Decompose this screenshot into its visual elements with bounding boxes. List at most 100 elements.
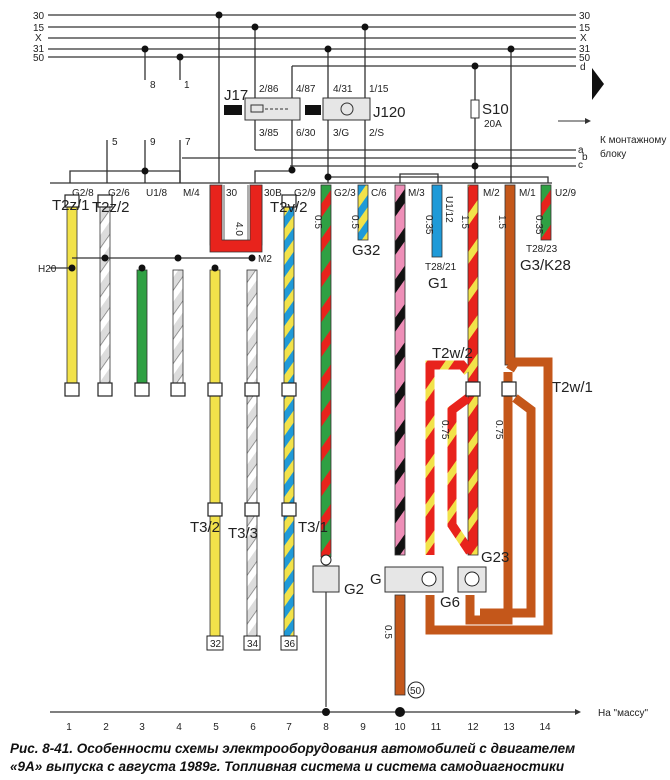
label-g1: G1 [428,275,448,292]
wire-col7 [283,204,295,639]
caption-line-2: «9А» выпуска с августа 1989г. Топливная … [10,759,565,774]
continuation-arrow-icon [592,68,604,100]
pin-label: 3/85 [259,128,279,139]
bus-label-50-right: 50 [579,53,591,64]
caption-line-1: Рис. 8-41. Особенности схемы электрообор… [10,741,576,756]
label-g: G [370,571,382,588]
ground-point-50: 50 [410,686,422,697]
wire-col4 [172,269,184,386]
connector-labels: G2/8 G2/6 U1/8 M/4 30 30B G2/9 G2/3 C/6 … [72,188,577,223]
terminal-32: 32 [210,639,222,650]
tap-labels: 8 1 5 9 7 [112,80,191,148]
section-label: 0.75 [439,420,450,440]
wire-col14 [540,184,552,241]
connector-label: M/1 [519,188,536,199]
connector-label: M/2 [483,188,500,199]
wire-col6 [246,269,258,639]
bus-label-b: b [582,152,588,163]
column-numbers: 1 2 3 4 5 6 7 8 9 10 11 12 13 14 [66,722,551,733]
pin-label: 4/31 [333,84,353,95]
label-g2: G2 [344,581,364,598]
column-number: 3 [139,722,145,733]
bus-label-31: 31 [33,44,45,55]
connector-label: C/6 [371,188,387,199]
connector-label: U1/8 [146,188,168,199]
j120-label: J120 [373,104,406,121]
section-label: 0.5 [382,625,393,639]
column-number: 1 [66,722,72,733]
label-t31: T3/1 [298,519,328,536]
relay-j120: J120 4/31 1/15 3/G 2/S [305,84,406,139]
label-t28-21: T28/21 [425,262,457,273]
bus-label-31-right: 31 [579,44,591,55]
connector-label: G2/9 [294,188,316,199]
column-number: 14 [539,722,551,733]
label-g23: G23 [481,549,509,566]
connector-label: 30B [264,188,282,199]
wire-junctions [68,254,256,272]
column-number: 2 [103,722,109,733]
tap-7: 7 [185,137,191,148]
connector-label: G2/8 [72,188,94,199]
column-number: 12 [467,722,479,733]
pin-label: 3/G [333,128,349,139]
connector-label: M/3 [408,188,425,199]
bus-label-x: X [35,33,42,44]
label-t28-23: T28/23 [526,244,558,255]
section-label: 0.5 [349,215,360,229]
label-t2z2-main: T2z/2 [92,199,130,216]
connector-label: M/4 [183,188,200,199]
column-number: 10 [394,722,406,733]
tap-9: 9 [150,137,156,148]
terminal-36: 36 [284,639,296,650]
connector-label: U2/9 [555,188,577,199]
section-label: 4.0 [233,222,244,236]
connector-top-labels: T2z/2 [86,167,124,184]
section-label: 1.5 [459,215,470,229]
wire-col5 [209,269,221,639]
label-t2w2: T2w/2 [432,345,473,362]
pin-label: 4/87 [296,84,316,95]
column-number: 7 [286,722,292,733]
column-number: 4 [176,722,182,733]
wire-red-30 [209,184,263,253]
wire-col13 [504,184,516,366]
pin-label: 2/86 [259,84,279,95]
column-number: 5 [213,722,219,733]
bus-label-x-right: X [580,33,587,44]
section-label: 0.75 [493,420,504,440]
bus-label-c: c [578,160,583,171]
tap-8: 8 [150,80,156,91]
bus-label-15: 15 [33,23,45,34]
label-t2w1: T2w/1 [552,379,593,396]
section-label: 0.35 [423,215,434,235]
terminal-boxes: 32 34 36 [206,635,298,651]
relay-j17: J17 2/86 4/87 3/85 6/30 [224,84,316,139]
bus-label-30: 30 [33,11,45,22]
label-h20: H20 [38,264,57,275]
bus-labels: 30 15 X 31 50 30 15 X 31 50 d a b c К мо… [33,11,666,171]
label-g6: G6 [440,594,460,611]
wire-col2 [99,204,111,386]
wiring-diagram: 30 15 X 31 50 30 15 X 31 50 d a b c К мо… [33,11,666,733]
sensors: 50 [312,554,487,699]
pin-label: 1/15 [369,84,389,95]
column-number: 13 [503,722,515,733]
terminal-34: 34 [247,639,259,650]
bus-label-d-right: d [580,62,586,73]
ground-line: На "массу" [50,707,649,719]
figure-caption: Рис. 8-41. Особенности схемы электрообор… [10,740,660,776]
wire-col9 [357,184,369,241]
wire-col1 [66,204,78,386]
s10-rating: 20A [484,119,502,130]
power-bus [48,14,576,184]
bus-label-30-right: 30 [579,11,591,22]
column-number: 8 [323,722,329,733]
to-block-label-2: блоку [600,148,626,160]
column-number: 11 [431,722,442,733]
tap-1: 1 [184,80,190,91]
pin-label: 6/30 [296,128,316,139]
label-g32: G32 [352,242,380,259]
component-labels: T2z/1 T2z/2 T2z/2 T2v/2 H20 M2 G32 T28/2… [38,197,593,639]
section-label: 1.5 [496,215,507,229]
